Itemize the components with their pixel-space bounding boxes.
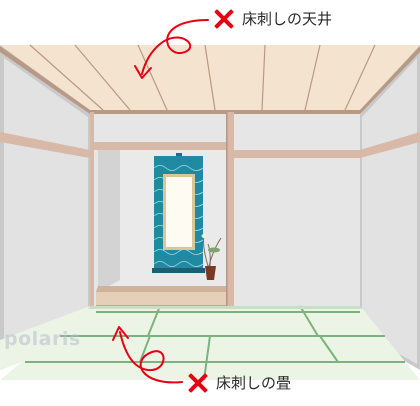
flower-vase: [201, 233, 222, 280]
x-mark-icon: [214, 9, 234, 29]
ceiling-warning-text: 床刺しの天井: [242, 10, 333, 28]
tatami-floor: [0, 305, 420, 381]
left-wall: [0, 45, 90, 370]
ceiling-warning-label: 床刺しの天井: [214, 8, 332, 29]
ceiling-boards: [29, 44, 376, 111]
tatami-warning-label: 床刺しの畳: [188, 372, 291, 393]
ceiling-arrow: [134, 19, 209, 79]
tatami-arrow: [112, 326, 183, 384]
tatami-warning-text: 床刺しの畳: [216, 374, 292, 392]
watermark: polaris: [4, 328, 81, 350]
x-mark-icon: [188, 373, 208, 393]
hanging-scroll: [152, 153, 205, 273]
right-wall: [360, 45, 420, 370]
ceiling: [0, 44, 420, 111]
